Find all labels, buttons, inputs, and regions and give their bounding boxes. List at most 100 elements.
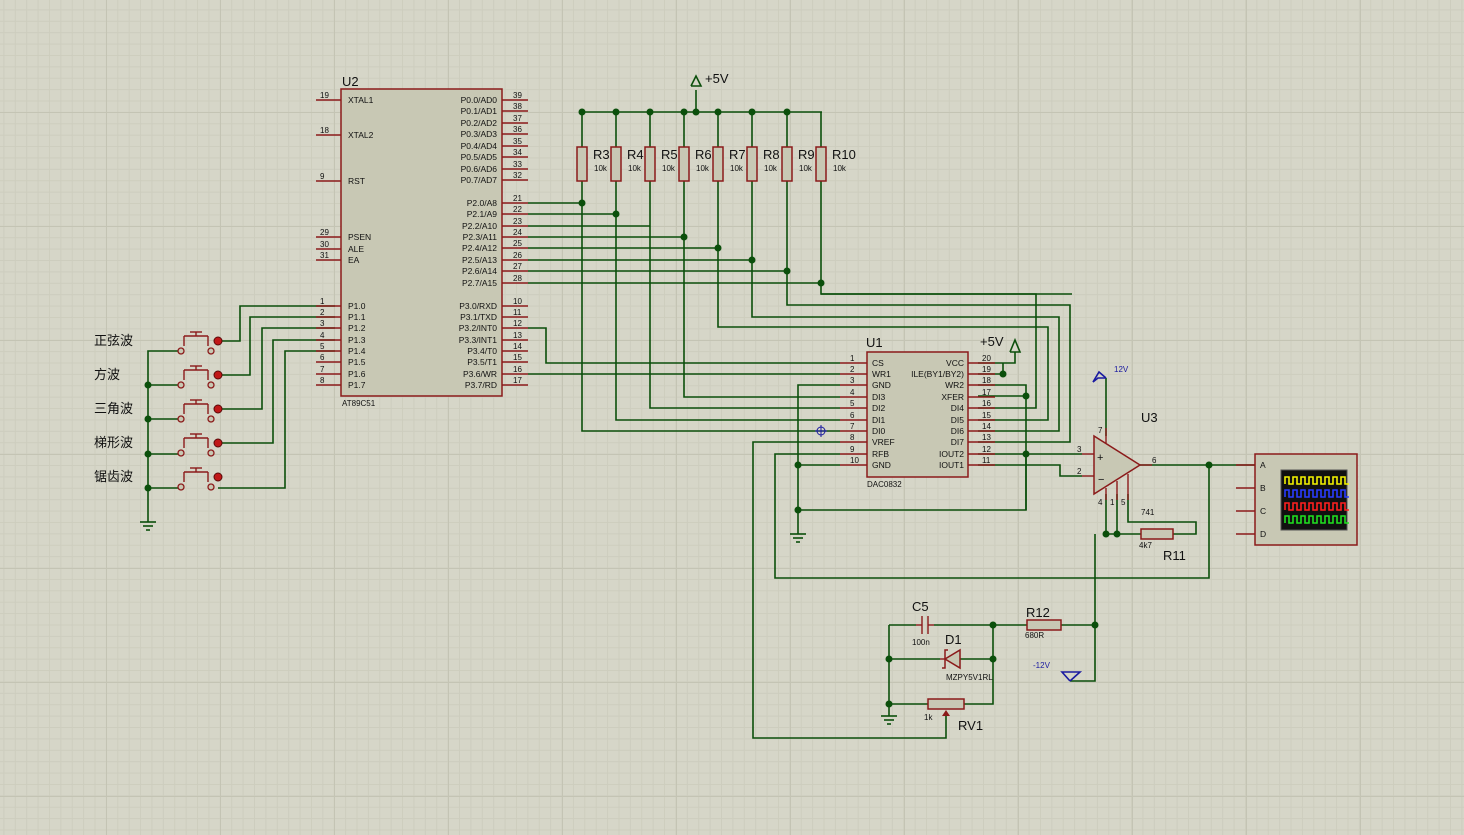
pushbutton-5[interactable]: 锯齿波	[94, 467, 223, 491]
u2-pin-number: 1	[320, 297, 325, 306]
probe-icon[interactable]	[815, 425, 827, 437]
u2-pin-number: 10	[513, 297, 522, 306]
potentiometer-rv1[interactable]: 1k RV1	[924, 698, 983, 733]
zener-diode-d1[interactable]: D1 MZPY5V1RL	[940, 632, 993, 682]
ground-dac	[790, 533, 806, 543]
u2-pin-number: 32	[513, 171, 522, 180]
u3-plus-sign: +	[1097, 452, 1103, 464]
pullup-resistor-array[interactable]: R310kR410kR510kR610kR710kR810kR910kR1010…	[576, 146, 856, 182]
u3-ref: U3	[1141, 410, 1158, 425]
resistor-r11[interactable]: 4k7 R11	[1139, 528, 1186, 563]
u3-op-amp-741[interactable]: U3 + − 3 2 6 7 4 1 5 741	[1077, 410, 1158, 517]
u1-pin-name: CS	[872, 358, 884, 368]
u2-pin-name: PSEN	[348, 232, 371, 242]
r11-ref: R11	[1163, 548, 1186, 563]
pushbutton-1[interactable]: 正弦波	[94, 331, 223, 355]
button-label: 三角波	[94, 402, 133, 417]
u2-pin-name: P1.2	[348, 323, 366, 333]
u2-pin-number: 3	[320, 319, 325, 328]
oscilloscope[interactable]: A B C D	[1236, 453, 1358, 546]
u2-pin-name: P3.5/T1	[467, 357, 497, 367]
u2-pin-name: P1.1	[348, 312, 366, 322]
pushbutton-2[interactable]: 方波	[94, 365, 223, 389]
pushbutton-4[interactable]: 梯形波	[94, 433, 223, 457]
u2-pin-number: 5	[320, 342, 325, 351]
u2-pin-3[interactable]: 3 P1.2	[316, 319, 366, 333]
u2-pin-number: 12	[513, 319, 522, 328]
pushbutton-3[interactable]: 三角波	[94, 399, 223, 423]
capacitor-c5[interactable]: C5 100n	[912, 599, 934, 647]
resistor-r12[interactable]: R12 680R	[1025, 605, 1062, 640]
